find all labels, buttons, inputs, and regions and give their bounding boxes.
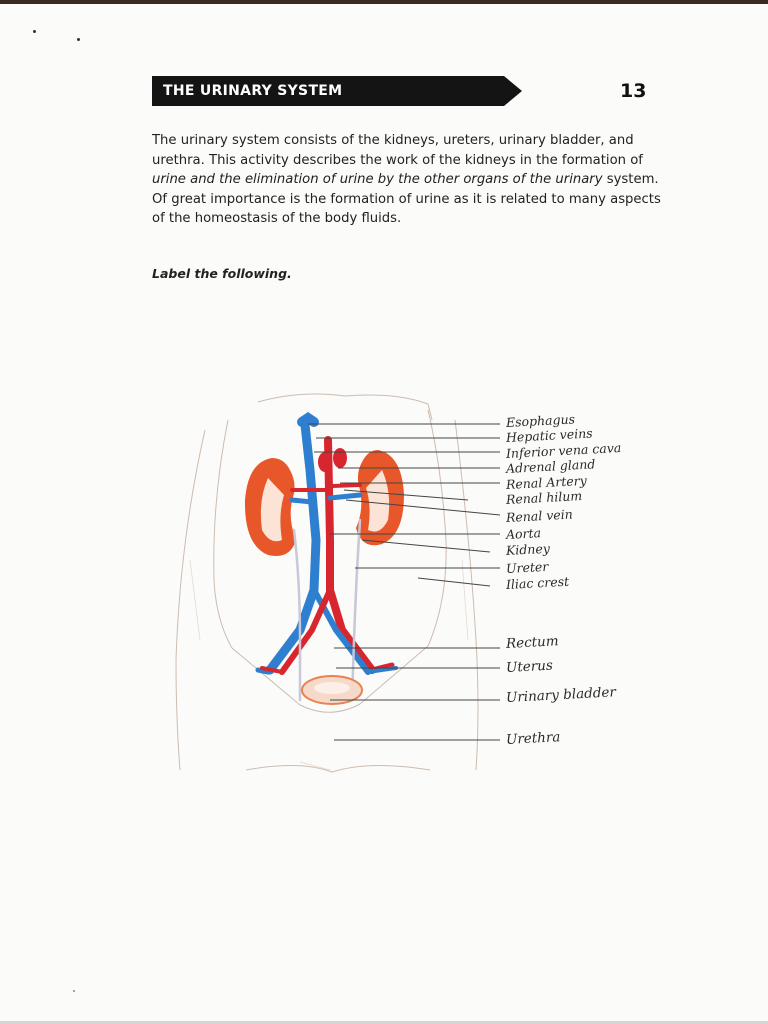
great-vessels [255, 411, 398, 702]
label-kidney: Kidney [505, 540, 551, 558]
body-outline [175, 393, 479, 773]
intro-text-part3: system. Of great importance is the forma… [152, 172, 661, 227]
urinary-bladder [301, 675, 363, 705]
label-aorta: Aorta [505, 525, 542, 542]
label-renal-hilum: Renal hilum [505, 488, 583, 507]
intro-text-part2: urine and the elimination of urine by th… [152, 172, 603, 188]
banner-arrow [504, 76, 522, 106]
chapter-title: THE URINARY SYSTEM [163, 83, 343, 99]
chapter-header-banner: THE URINARY SYSTEM [152, 76, 522, 106]
instruction-text: Label the following. [152, 266, 292, 281]
chapter-number: 13 [620, 80, 647, 102]
label-urethra: Urethra [505, 729, 561, 748]
label-renal-vein: Renal vein [505, 506, 574, 525]
label-uterus: Uterus [505, 657, 554, 676]
body-hatching [189, 559, 469, 771]
label-ureter: Ureter [505, 558, 549, 576]
scan-edge-bottom [0, 1021, 768, 1024]
intro-text-part1: The urinary system consists of the kidne… [152, 133, 643, 168]
leader-lines [308, 423, 501, 741]
label-rectum: Rectum [505, 633, 559, 652]
scan-edge-top [0, 0, 768, 4]
adrenal-glands [318, 448, 347, 472]
label-urinary-bladder: Urinary bladder [505, 684, 617, 706]
kidneys [244, 450, 404, 556]
label-iliac-crest: Iliac crest [505, 573, 570, 592]
scan-speck [73, 990, 75, 992]
scan-speck [33, 30, 36, 33]
scan-speck [77, 38, 80, 41]
intro-paragraph: The urinary system consists of the kidne… [152, 131, 662, 229]
